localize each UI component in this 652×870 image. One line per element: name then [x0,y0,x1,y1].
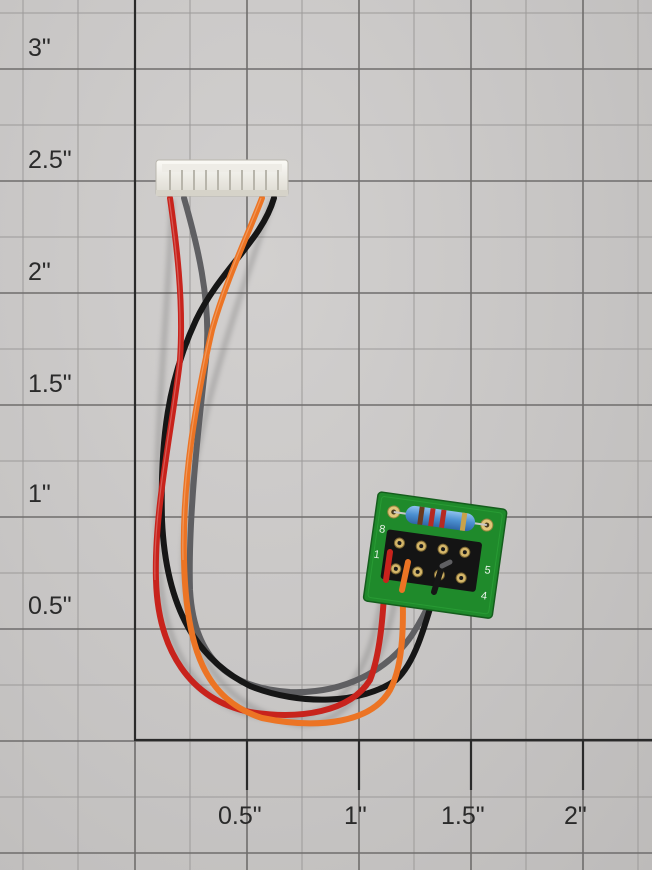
wire-ends [383,549,453,595]
pcb-board: 8 1 5 4 [362,491,508,619]
scale-label-y-1in: 1" [28,480,51,508]
wire-connector [155,159,289,197]
scale-label-y-3in: 3" [28,34,51,62]
pcb-pin-label-4: 4 [480,590,488,603]
scale-label-y-1-5in: 1.5" [28,370,72,398]
scale-label-x-0-5in: 0.5" [218,802,262,830]
scale-label-y-0-5in: 0.5" [28,592,72,620]
orange-wire [180,195,406,727]
pcb-pin-label-8: 8 [378,523,386,536]
scale-label-y-2-5in: 2.5" [28,146,72,174]
pcb-pin-label-1: 1 [373,549,381,562]
scale-label-y-2in: 2" [28,258,51,286]
wire-highlights [154,197,262,581]
scale-label-x-2in: 2" [564,802,587,830]
scale-label-x-1-5in: 1.5" [441,802,485,830]
red-wire [152,195,389,718]
resistor [393,505,487,532]
pcb-pin-label-5: 5 [484,564,492,577]
scale-label-x-1in: 1" [344,802,367,830]
